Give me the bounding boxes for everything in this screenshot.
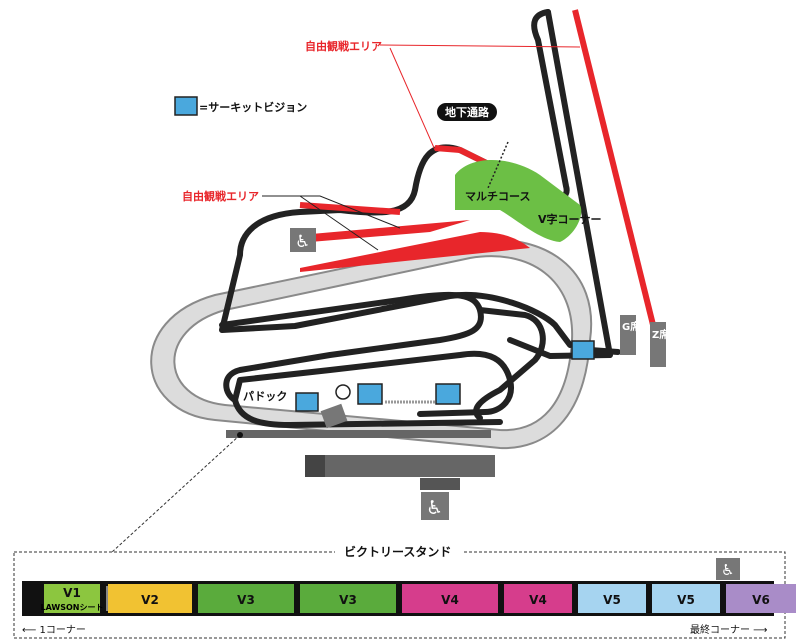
underpass-line — [487, 141, 509, 189]
lap-counter-icon — [335, 384, 351, 400]
z-seat-label: Z席 — [652, 328, 669, 341]
seat-block-v3a — [198, 584, 294, 613]
g-seat-label: G席 — [622, 320, 640, 333]
paddock-label: パドック — [243, 390, 287, 403]
seat-label-v2: V2 — [141, 593, 159, 607]
pit-wall — [226, 430, 491, 438]
seat-label-v4b: V4 — [529, 593, 547, 607]
seat-block-v5a — [578, 584, 646, 613]
seat-block-v3b — [300, 584, 396, 613]
svg-text:♿: ♿ — [295, 232, 310, 252]
free-area-label-2: 自由観戦エリア — [182, 189, 259, 203]
seat-block-v4a — [402, 584, 498, 613]
seat-sublabel-v1: LAWSONシート — [40, 603, 103, 612]
seat-label-v5b: V5 — [677, 593, 695, 607]
vision-legend-label: =サーキットビジョン — [199, 100, 307, 114]
seat-label-v5a: V5 — [603, 593, 621, 607]
wheelchair-icon: ♿ — [421, 492, 449, 520]
seat-label-v4a: V4 — [441, 593, 459, 607]
multi-course-label: マルチコース — [465, 190, 530, 203]
free-area-wedge-1 — [300, 220, 470, 242]
wheelchair-icon: ♿ — [290, 228, 316, 252]
seat-block-v6 — [726, 584, 796, 613]
seat-label-v3a: V3 — [237, 593, 255, 607]
seat-block-v4b — [504, 584, 572, 613]
main-stand-block — [305, 455, 495, 477]
svg-text:♿: ♿ — [426, 497, 443, 519]
seat-label-v1: V1 — [63, 586, 81, 600]
circuit-vision-icon — [174, 96, 198, 116]
victory-stand-title: ビクトリースタンド — [344, 544, 451, 559]
underpass-badge — [437, 103, 497, 121]
seat-label-v3b: V3 — [339, 593, 357, 607]
circuit-vision-screens — [295, 340, 595, 412]
multi-course-area — [455, 160, 582, 242]
seat-block-v2 — [108, 584, 192, 613]
wheelchair-icon: ♿ — [716, 558, 740, 580]
seat-label-v6: V6 — [752, 593, 770, 607]
seat-block-v5b — [652, 584, 720, 613]
underpass-label: 地下通路 — [445, 105, 490, 119]
seat-block-v1 — [44, 584, 100, 613]
free-area-label-1: 自由観戦エリア — [305, 39, 382, 53]
svg-text:♿: ♿ — [721, 561, 734, 579]
v-corner-label: V字コーナー — [538, 212, 602, 226]
z-seat-block — [650, 322, 666, 367]
g-seat-block — [620, 315, 636, 355]
free-area-wedge-2 — [300, 232, 530, 272]
first-corner-note: ⟵ 1コーナー — [22, 624, 86, 636]
final-corner-note: 最終コーナー ⟶ — [690, 623, 768, 636]
checkered-flag-icon — [320, 403, 348, 429]
